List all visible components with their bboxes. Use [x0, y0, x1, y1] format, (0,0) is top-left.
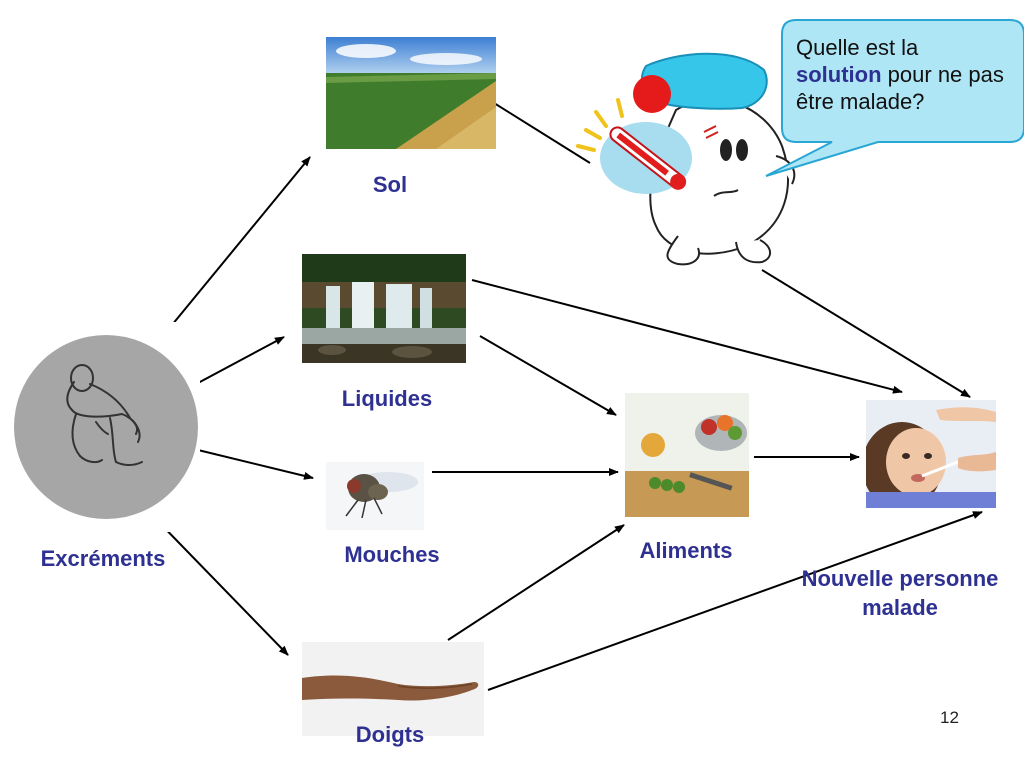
liquides-image	[302, 254, 466, 363]
mouches-label: Mouches	[344, 542, 440, 567]
doigts-label: Doigts	[355, 722, 425, 747]
arrow-liquides-aliments	[479, 335, 617, 416]
aliments-image	[625, 393, 749, 517]
line-sol-sick	[477, 92, 591, 164]
bubble-highlight: solution	[796, 62, 882, 87]
excrements-image	[12, 322, 200, 532]
excrements-label: Excréments	[40, 546, 166, 571]
arrow-excrements-doigts	[149, 512, 289, 656]
bubble-part2: pour ne pas être malade?	[796, 62, 1004, 114]
sick-character-image	[566, 46, 816, 272]
page-number: 12	[940, 708, 959, 727]
nouvelle-personne-image	[866, 400, 996, 508]
mouches-image	[326, 462, 424, 530]
arrow-excrements-mouches	[197, 449, 314, 480]
sol-label: Sol	[372, 172, 408, 197]
nouvelle-personne-label: Nouvelle personne malade	[801, 566, 999, 620]
bubble-text: Quelle est la solution pour ne pas être …	[796, 34, 1016, 115]
arrow-doigts-personne	[487, 511, 983, 691]
arrow-liquides-personne	[471, 279, 903, 394]
sol-image	[326, 37, 496, 149]
aliments-label: Aliments	[639, 538, 733, 563]
doigts-image	[302, 642, 484, 736]
arrow-excrements-sol	[157, 156, 311, 343]
arrow-doigts-aliments	[447, 524, 625, 641]
bubble-part1: Quelle est la	[796, 35, 919, 60]
liquides-label: Liquides	[341, 386, 433, 411]
arrow-excrements-liquides	[197, 336, 285, 384]
arrow-sick-personne	[761, 269, 971, 398]
